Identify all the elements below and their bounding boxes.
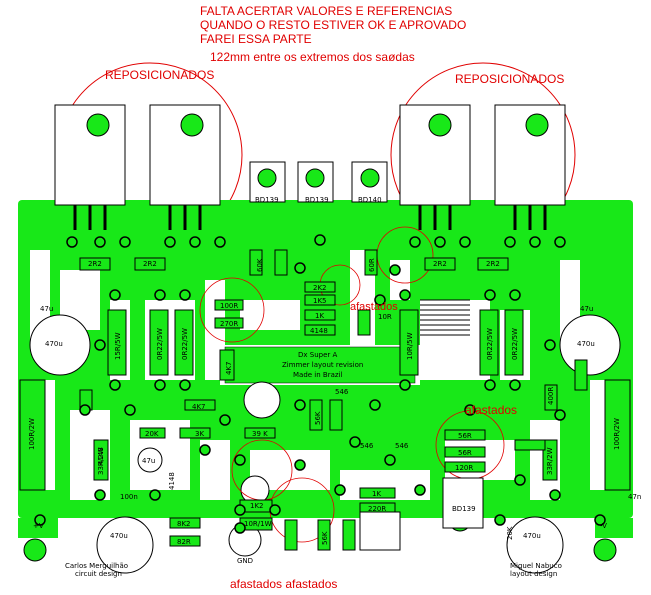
lbl-0r22-2: 0R22/5W bbox=[181, 328, 189, 360]
heatsink-hatch bbox=[420, 299, 470, 336]
small-transistors bbox=[359, 477, 484, 551]
lbl-400r: 400R bbox=[547, 386, 555, 405]
lbl-100r2w-r: 100R/2W bbox=[613, 418, 621, 450]
lbl-4k7: 4K7 bbox=[192, 403, 206, 411]
lbl-bd140: BD140 bbox=[358, 196, 382, 204]
lbl-1k2: 1K2 bbox=[250, 502, 264, 510]
lbl-8k2: 8K2 bbox=[177, 520, 191, 528]
capacitors bbox=[29, 314, 621, 574]
lbl-4148-c: 4148 bbox=[168, 472, 176, 490]
lbl-15r5w: 15R/5W bbox=[114, 332, 122, 360]
lbl-270r: 270R bbox=[220, 320, 239, 328]
lbl-bd139-b: BD139 bbox=[305, 196, 329, 204]
lbl-56r-b: 56R bbox=[458, 449, 472, 457]
note-line2: QUANDO O RESTO ESTIVER OK E APROVADO bbox=[200, 18, 467, 32]
resistors bbox=[19, 249, 631, 551]
transistor-legs bbox=[73, 205, 547, 230]
lbl-4k7b: 4K7 bbox=[225, 361, 233, 376]
lbl-82r: 82R bbox=[177, 538, 191, 546]
lbl-100n: 100n bbox=[120, 493, 138, 501]
lbl-470u-r: 470u bbox=[577, 340, 595, 348]
lbl-100r: 100R bbox=[220, 302, 239, 310]
lbl-47u-r: 47u bbox=[580, 305, 594, 313]
lbl-vplus: +V bbox=[33, 522, 44, 530]
lbl-bd139-c: BD139 bbox=[452, 505, 476, 513]
lbl-0r22-4: 0R22/5W bbox=[511, 328, 519, 360]
lbl-39k: 39 K bbox=[252, 430, 268, 438]
afastados-bottom: afastados afastados bbox=[230, 577, 338, 591]
lbl-546c: 546 bbox=[395, 442, 409, 450]
lbl-56k: 56K bbox=[314, 411, 322, 426]
credit-right-2: layout design bbox=[510, 570, 558, 578]
lbl-1k5: 1K5 bbox=[313, 297, 327, 305]
lbl-4148-b: 4148 bbox=[97, 447, 105, 465]
lbl-470u-br: 470u bbox=[523, 532, 541, 540]
lbl-470u-bl: 470u bbox=[110, 532, 128, 540]
board-title-3: Made in Brazil bbox=[293, 371, 343, 379]
power-transistors bbox=[54, 104, 566, 206]
lbl-546: 546 bbox=[335, 388, 349, 396]
lbl-10r: 10R bbox=[378, 313, 392, 321]
note-line4: 122mm entre os extremos dos saødas bbox=[210, 50, 415, 64]
lbl-470u-l: 470u bbox=[45, 340, 63, 348]
solder-pads bbox=[34, 234, 606, 534]
lbl-33r2w-r: 33R/2W bbox=[546, 447, 554, 475]
lbl-60k: 60K bbox=[256, 258, 264, 273]
credit-left-2: circuit design bbox=[75, 570, 122, 578]
afastados-right: afastados bbox=[465, 403, 518, 417]
lbl-47u-l: 47u bbox=[40, 305, 54, 313]
lbl-10r5w: 10R/5W bbox=[406, 332, 414, 360]
lbl-4148: 4148 bbox=[310, 327, 328, 335]
lbl-100r2w-l: 100R/2W bbox=[28, 418, 36, 450]
lbl-2r2-4: 2R2 bbox=[486, 260, 500, 268]
note-line1: FALTA ACERTAR VALORES E REFERENCIAS bbox=[200, 4, 453, 18]
lbl-2r2-3: 2R2 bbox=[433, 260, 447, 268]
lbl-47u: 47u bbox=[142, 457, 156, 465]
lbl-47n: 47n bbox=[628, 493, 642, 501]
lbl-vminus: -V bbox=[600, 522, 607, 530]
lbl-56k-2: 56K bbox=[321, 531, 329, 546]
credit-right-1: Miguel Nabuco bbox=[510, 562, 562, 570]
credit-left-1: Carlos Merguilhão bbox=[65, 562, 129, 570]
lbl-bd139-a: BD139 bbox=[255, 196, 279, 204]
repos-right: REPOSICIONADOS bbox=[455, 72, 565, 86]
lbl-10r1w: 10R/1W bbox=[244, 520, 272, 528]
lbl-20k: 20K bbox=[145, 430, 159, 438]
afastados-vertical: afastados bbox=[350, 301, 398, 313]
lbl-60r: 60R bbox=[368, 258, 376, 272]
lbl-1k: 1K bbox=[315, 312, 325, 320]
lbl-2k2: 2K2 bbox=[313, 284, 327, 292]
title-box bbox=[224, 346, 416, 384]
lbl-20k2: 20K bbox=[506, 526, 514, 541]
board-title-2: Zimmer layout revision bbox=[282, 361, 364, 369]
note-line3: FAREI ESSA PARTE bbox=[200, 32, 312, 46]
lbl-220r: 220R bbox=[368, 505, 387, 513]
lbl-gnd: GND bbox=[237, 557, 254, 565]
lbl-0r22-1: 0R22/5W bbox=[156, 328, 164, 360]
lbl-1k-b: 1K bbox=[372, 490, 382, 498]
lbl-120r: 120R bbox=[455, 464, 474, 472]
lbl-3k: 3K bbox=[195, 430, 205, 438]
lbl-2r2-2: 2R2 bbox=[143, 260, 157, 268]
lbl-0r22-3: 0R22/5W bbox=[486, 328, 494, 360]
lbl-56r-a: 56R bbox=[458, 432, 472, 440]
lbl-2r2-1: 2R2 bbox=[88, 260, 102, 268]
lbl-546b: 546 bbox=[360, 442, 374, 450]
board-title-1: Dx Super A bbox=[298, 351, 338, 359]
repos-left: REPOSICIONADOS bbox=[105, 68, 215, 82]
